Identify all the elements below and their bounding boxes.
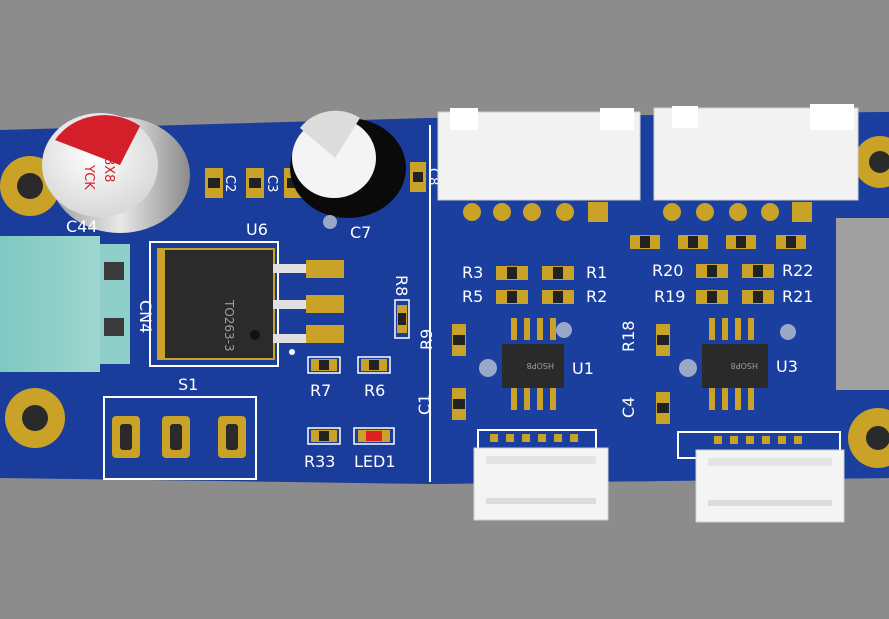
resistor-r20 — [696, 264, 728, 278]
resistor-row-right-top — [630, 235, 806, 249]
label-cn4: CN4 — [136, 300, 155, 333]
chip-u3: HSOP8 — [679, 318, 796, 410]
label-c8: C8 — [425, 168, 440, 185]
capacitor-c7 — [290, 110, 406, 229]
capacitor-c8 — [410, 162, 426, 192]
label-r18: R18 — [619, 321, 638, 352]
resistor-r8 — [394, 299, 410, 339]
label-r1: R1 — [586, 263, 607, 282]
label-to263: TO263-3 — [222, 299, 236, 352]
connector-cn4 — [0, 236, 130, 372]
label-r5: R5 — [462, 287, 483, 306]
label-led1: LED1 — [354, 452, 396, 471]
mounting-hole-bl — [5, 388, 65, 448]
label-r19: R19 — [654, 287, 685, 306]
capacitor-c1 — [452, 388, 466, 420]
resistor-r1 — [542, 266, 574, 280]
resistor-r6 — [357, 356, 391, 374]
label-u3: U3 — [776, 357, 798, 376]
capacitor-c3 — [246, 168, 264, 198]
bottom-connector-left — [473, 429, 609, 521]
cap-marking-2: YCK — [81, 164, 96, 190]
resistor-r9 — [452, 324, 466, 356]
label-u6: U6 — [246, 220, 268, 239]
label-r20: R20 — [652, 261, 683, 280]
resistor-r3 — [496, 266, 528, 280]
label-r8: R8 — [392, 275, 411, 296]
label-r6: R6 — [364, 381, 385, 400]
resistor-r7 — [307, 356, 341, 374]
label-r2: R2 — [586, 287, 607, 306]
resistor-r33 — [307, 427, 341, 445]
label-hsop8-u1: HSOP8 — [527, 361, 554, 370]
header-connector-left — [437, 108, 641, 222]
label-c7: C7 — [350, 223, 371, 242]
label-hsop8-u3: HSOP8 — [731, 361, 758, 370]
label-r7: R7 — [310, 381, 331, 400]
resistor-r2 — [542, 290, 574, 304]
capacitor-c2 — [205, 168, 223, 198]
switch-s1 — [103, 396, 257, 480]
edge-component-right — [836, 218, 889, 390]
mounting-hole-tr — [854, 136, 889, 188]
label-r33: R33 — [304, 452, 335, 471]
label-c3: C3 — [264, 175, 279, 192]
label-r22: R22 — [782, 261, 813, 280]
label-r9: R9 — [417, 329, 436, 350]
resistor-r22 — [742, 264, 774, 278]
label-r3: R3 — [462, 263, 483, 282]
capacitor-c44: 8X8 YCK — [42, 113, 190, 233]
label-r21: R21 — [782, 287, 813, 306]
led1 — [353, 427, 395, 445]
resistor-r21 — [742, 290, 774, 304]
label-s1: S1 — [178, 375, 198, 394]
capacitor-c4 — [656, 392, 670, 424]
header-connector-right — [653, 104, 859, 222]
label-c44: C44 — [66, 217, 98, 236]
chip-u1: HSOP8 — [479, 318, 572, 410]
label-c4: C4 — [619, 397, 638, 418]
cap-marking-1: 8X8 — [101, 157, 116, 182]
resistor-r19 — [696, 290, 728, 304]
label-c2: C2 — [222, 175, 237, 192]
label-c1: C1 — [415, 394, 434, 415]
mounting-hole-br — [848, 408, 889, 468]
regulator-u6: TO263-3 — [149, 241, 344, 367]
resistor-r18 — [656, 324, 670, 356]
resistor-r5 — [496, 290, 528, 304]
label-u1: U1 — [572, 359, 594, 378]
bottom-connector-right — [677, 431, 845, 523]
